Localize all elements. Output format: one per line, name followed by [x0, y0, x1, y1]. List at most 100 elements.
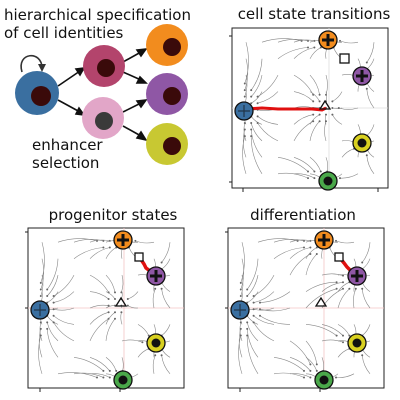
flow-streamline [105, 247, 117, 259]
flow-streamline [161, 355, 171, 374]
panel-differentiation [225, 227, 385, 392]
flow-arrow-dot [342, 274, 344, 277]
flow-arrow-dot [348, 287, 351, 290]
flow-streamline [244, 58, 249, 91]
flow-streamline [305, 357, 318, 372]
flow-streamline [321, 281, 344, 292]
flow-streamline [161, 242, 171, 263]
flow-streamline [105, 274, 116, 293]
flow-streamline [46, 275, 59, 297]
flow-streamline [339, 173, 359, 179]
flow-streamline [57, 372, 98, 378]
flow-streamline [89, 247, 110, 259]
flow-arrow-dot [312, 100, 315, 103]
flow-streamline [273, 239, 305, 243]
flow-streamline [309, 47, 321, 59]
flow-arrow-dot [108, 246, 111, 249]
flow-arrow-dot [309, 363, 312, 366]
panel2-marker-blue [30, 300, 50, 320]
flow-arrow-dot [108, 369, 111, 372]
flow-arrow-dot [335, 281, 338, 284]
flow-arrow-dot [243, 135, 246, 138]
flow-streamline [246, 275, 259, 297]
flow-streamline [277, 47, 309, 59]
flow-arrow-dot [252, 308, 255, 311]
flow-streamline [251, 91, 263, 104]
self-renewal-arrowhead [38, 64, 46, 72]
flow-arrow-dot [309, 369, 312, 372]
flow-arrow-dot [252, 295, 255, 297]
flow-streamline [338, 107, 359, 110]
enhancer-label-line1: enhancer [32, 136, 103, 154]
flow-streamline [89, 239, 110, 243]
flow-arrow-dot [46, 327, 49, 330]
flow-arrow-dot [239, 327, 242, 330]
flow-streamline [135, 240, 155, 244]
flow-arrow-dot [307, 177, 309, 180]
lineage-diagram: hierarchical specification of cell ident… [4, 6, 191, 172]
flow-streamline [46, 322, 59, 342]
flow-streamline [127, 291, 139, 300]
panel1-marker-yellow [352, 133, 372, 153]
flow-streamline [309, 157, 322, 172]
flow-streamline [337, 281, 350, 292]
flow-streamline [332, 91, 343, 102]
panel1-ticks [229, 35, 379, 192]
flow-arrow-dot [46, 288, 49, 291]
panel2-marker-green [113, 370, 133, 390]
panel3-marker-purple [347, 266, 367, 286]
flow-arrow-dot [114, 311, 116, 314]
self-renewal-arrow [20, 54, 43, 73]
panel1-marker-purple [352, 66, 372, 86]
flow-streamline [53, 315, 75, 325]
panel3-marker-blue [230, 300, 250, 320]
flow-streamline [121, 339, 143, 343]
flow-arrow-dot [160, 261, 163, 264]
flow-streamline [137, 348, 149, 358]
flow-streamline [321, 357, 324, 371]
flow-arrow-dot [246, 295, 249, 297]
flow-arrow-dot [243, 82, 246, 85]
flow-streamline [293, 114, 314, 125]
flow-arrow-dot [315, 369, 318, 372]
flow-arrow-dot [39, 295, 42, 297]
flow-arrow-dot [120, 311, 123, 314]
flow-streamline [337, 348, 350, 358]
flow-arrow-dot [318, 120, 321, 123]
flow-arrow-dot [312, 113, 315, 116]
flow-arrow-dot [354, 287, 357, 290]
flow-arrow-dot [52, 314, 55, 317]
flow-streamline [89, 304, 109, 309]
flow-arrow-dot [154, 287, 157, 290]
flow-arrow-dot [335, 334, 338, 337]
flow-streamline [161, 288, 171, 309]
flow-arrow-dot [325, 120, 327, 123]
panel2-marker-yellow [146, 333, 166, 353]
flow-streamline [53, 291, 75, 303]
intermediate-cell-pink [82, 97, 124, 139]
flow-arrow-dot [239, 288, 242, 291]
flow-arrow-dot [39, 288, 42, 291]
panel3-marker-yellow [347, 333, 367, 353]
flow-arrow-dot [335, 287, 338, 290]
flow-arrow-dot [239, 321, 242, 324]
flow-arrow-dot [114, 317, 116, 320]
flow-streamline [137, 324, 150, 336]
flow-arrow-dot [348, 334, 351, 337]
flow-arrow-dot [331, 107, 334, 109]
flow-arrow-dot [134, 239, 137, 242]
flow-arrow-dot [256, 102, 259, 105]
panel-title-cell-state-transitions: cell state transitions [238, 5, 391, 23]
panel2-square-marker [134, 252, 144, 262]
flow-streamline [73, 247, 104, 259]
flow-arrow-dot [246, 334, 249, 337]
terminal-cell-purple [146, 73, 188, 115]
flow-arrow-dot [154, 354, 157, 357]
flow-streamline [293, 39, 315, 43]
flow-streamline [40, 258, 45, 290]
flow-streamline [40, 242, 45, 283]
panel3-marker-green [314, 370, 334, 390]
flow-streamline [332, 114, 343, 125]
flow-arrow-dot [250, 122, 253, 124]
panel1-square-marker [339, 53, 350, 64]
